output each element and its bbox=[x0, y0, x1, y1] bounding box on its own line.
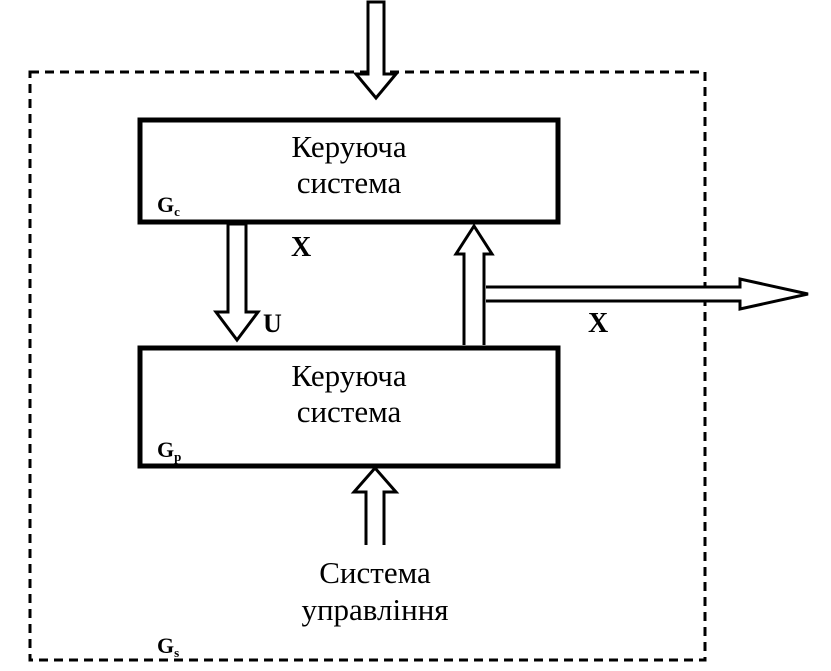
control-system-title-line2: система bbox=[297, 165, 402, 200]
arrow-x-feedback-up bbox=[453, 223, 495, 345]
control-system-block bbox=[137, 117, 561, 225]
controlled-system-title-line1: Керуюча bbox=[291, 358, 406, 393]
controlled-system-block bbox=[137, 345, 561, 469]
control-system-title-line1: Керуюча bbox=[291, 129, 406, 164]
label-x-upper: X bbox=[291, 232, 311, 263]
management-system-line1: Система bbox=[319, 555, 431, 590]
arrow-x-output bbox=[486, 277, 809, 311]
boundary-label-gs: Gs bbox=[157, 633, 179, 660]
label-x-output: X bbox=[588, 308, 608, 339]
arrow-u-down bbox=[213, 222, 261, 343]
block-label-gp: Gp bbox=[157, 437, 181, 464]
block-label-gc: Gc bbox=[157, 192, 180, 219]
label-u: U bbox=[263, 309, 282, 338]
input-arrow-top bbox=[352, 0, 400, 101]
management-system-line2: управління bbox=[301, 592, 448, 627]
input-arrow-bottom bbox=[350, 465, 400, 545]
controlled-system-title-line2: система bbox=[297, 394, 402, 429]
